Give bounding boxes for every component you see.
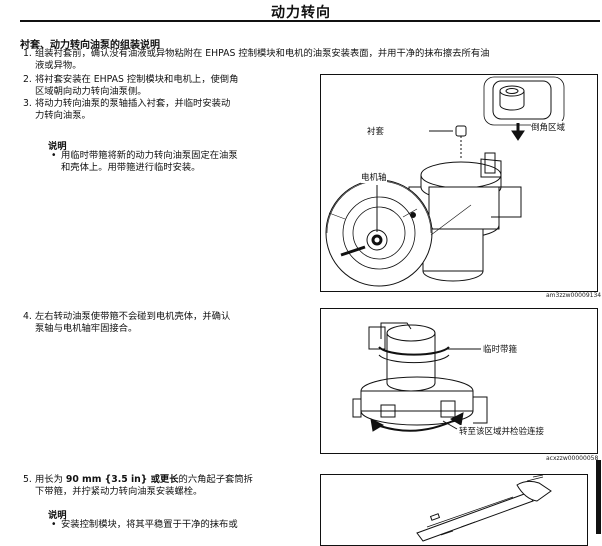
note-text-line: 和壳体上。用带箍进行临时安装。 [61,161,201,173]
step-text-line: 下带箍，并拧紧动力转向油泵安装螺栓。 [35,485,203,497]
section-heading: 衬套、动力转向油泵的组装说明 [20,40,160,51]
figure-clamp-drawing [352,322,488,432]
figure-clamp-check: 临时带箍 转至该区域并检验连接 [320,308,598,454]
note-label: 说明 [48,510,67,521]
figure-hex-socket-drawing [416,475,552,542]
step-text-line: 左右转动油泵使带箍不会碰到电机壳体，并确认 [35,311,231,322]
step-text-normal: 的六角起子套筒拆 [178,474,253,485]
label-motor-shaft: 电机轴 [361,171,387,183]
step-text-line: 将衬套安装在 EHPAS 控制模块和电机上，使倒角 [35,74,239,85]
step-text-normal: 用长为 [35,474,66,485]
page-header: 动力转向 [0,0,602,22]
step-text-line: 液或异物。 [35,59,82,71]
label-rotate-check: 转至该区域并检验连接 [459,425,545,437]
figure-bushing-install: 衬套 倒角区域 电机轴 [320,74,598,292]
step-text-line: 区域朝向动力转向油泵侧。 [35,85,147,97]
label-chamfer-area: 倒角区域 [531,121,566,133]
step-number: 2. [23,74,32,85]
figure-code: am3zzw00009134 [546,292,602,299]
step-3: 3. 将动力转向油泵的泵轴插入衬套，并临时安装动 力转向油泵。 [23,98,313,122]
note-text-line: 用临时带箍将新的动力转向油泵固定在油泵 [61,150,238,161]
header-rule [20,20,600,22]
step-1: 1. 组装衬套前，确认没有油液或异物粘附在 EHPAS 控制模块和电机的油泵安装… [23,48,593,72]
figure-code: acxzzw00000058 [546,455,599,462]
step-text-bold: 90 mm {3.5 in} 或更长 [65,474,179,485]
page-edge-tab [596,460,601,534]
step-text-line: 将动力转向油泵的泵轴插入衬套，并临时安装动 [35,98,231,109]
step-number: 4. [23,311,32,322]
step-text-line: 泵轴与电机轴牢固接合。 [35,322,138,334]
step-number: 1. [23,48,32,59]
label-temp-clamp: 临时带箍 [483,343,518,355]
note-label: 说明 [48,141,67,152]
step-4: 4. 左右转动油泵使带箍不会碰到电机壳体，并确认 泵轴与电机轴牢固接合。 [23,311,313,335]
step-text-line: 力转向油泵。 [35,109,91,121]
label-bushing: 衬套 [367,125,385,137]
step-number: 5. [23,474,32,485]
step-2: 2. 将衬套安装在 EHPAS 控制模块和电机上，使倒角 区域朝向动力转向油泵侧… [23,74,313,98]
step-number: 3. [23,98,32,109]
page-title: 动力转向 [271,5,331,21]
bullet: • [51,150,57,161]
step-text-line: 组装衬套前，确认没有油液或异物粘附在 EHPAS 控制模块和电机的油泵安装表面，… [35,48,490,59]
note-text-line: 安装控制模块，将其平稳置于干净的抹布或 [61,519,238,530]
note-item: • 用临时带箍将新的动力转向油泵固定在油泵 和壳体上。用带箍进行临时安装。 [51,150,311,174]
note-item: • 安装控制模块，将其平稳置于干净的抹布或 [51,519,311,531]
figure-bushing-drawing [325,76,565,287]
figure-hex-socket [320,474,588,546]
step-text-line: 用长为 90 mm {3.5 in} 或更长的六角起子套筒拆 [35,474,253,486]
bullet: • [51,519,57,530]
step-5: 5. 用长为 90 mm {3.5 in} 或更长的六角起子套筒拆 下带箍，并拧… [23,474,313,498]
